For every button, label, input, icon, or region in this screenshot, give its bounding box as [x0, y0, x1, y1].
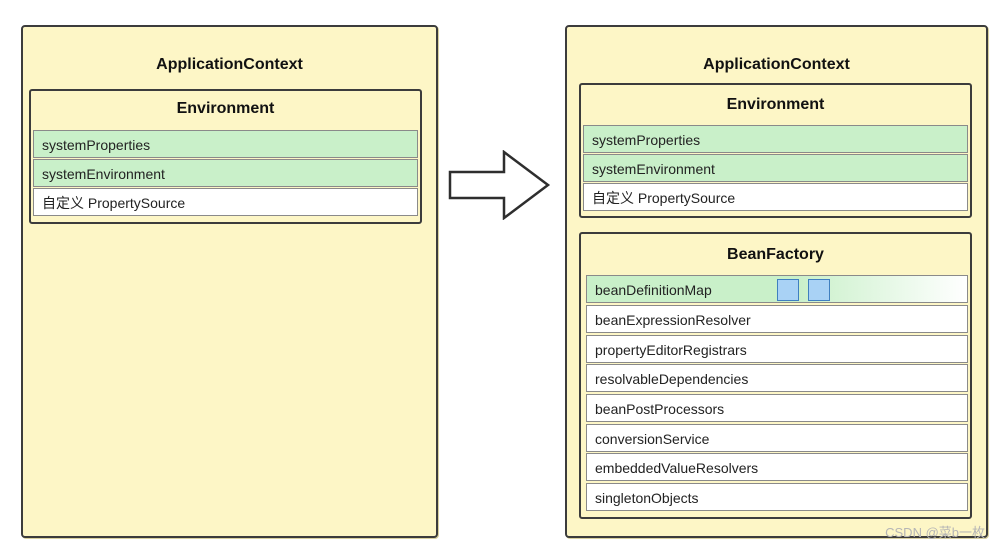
right-env-row-system-environment: systemEnvironment [583, 154, 968, 182]
beanfactory-row-conversion-service: conversionService [586, 424, 968, 452]
right-env-row-system-properties: systemProperties [583, 125, 968, 153]
beanfactory-row-bean-expression-resolver: beanExpressionResolver [586, 305, 968, 333]
beanfactory-row-resolvable-dependencies: resolvableDependencies [586, 364, 968, 392]
right-arrow-icon [448, 150, 551, 220]
left-env-row-system-environment: systemEnvironment [33, 159, 418, 187]
right-env-row-custom-property-source: 自定义 PropertySource [583, 183, 968, 211]
csdn-watermark: CSDN @菜b一枚 [885, 525, 985, 540]
beanfactory-title: BeanFactory [727, 246, 824, 263]
left-application-context-title: ApplicationContext [156, 56, 303, 73]
bean-definition-square-2 [808, 279, 830, 301]
beanfactory-row-embedded-value-resolvers: embeddedValueResolvers [586, 453, 968, 481]
beanfactory-row-property-editor-registrars: propertyEditorRegistrars [586, 335, 968, 363]
left-environment-title: Environment [176, 100, 275, 117]
left-env-row-system-properties: systemProperties [33, 130, 418, 158]
right-environment-title: Environment [726, 96, 825, 113]
left-application-context: ApplicationContext Environment systemPro… [21, 25, 438, 538]
beanfactory-row-singleton-objects: singletonObjects [586, 483, 968, 511]
right-application-context: ApplicationContext Environment systemPro… [565, 25, 988, 538]
right-application-context-title: ApplicationContext [703, 56, 850, 73]
beanfactory-row-bean-definition-map: beanDefinitionMap [586, 275, 968, 303]
beanfactory-row-bean-post-processors: beanPostProcessors [586, 394, 968, 422]
bean-definition-map-label: beanDefinitionMap [595, 282, 712, 298]
left-env-row-custom-property-source: 自定义 PropertySource [33, 188, 418, 216]
right-beanfactory-box: BeanFactory beanDefinitionMap beanExpres… [579, 232, 972, 519]
bean-definition-square-1 [777, 279, 799, 301]
right-environment-box: Environment systemProperties systemEnvir… [579, 83, 972, 218]
left-environment-box: Environment systemProperties systemEnvir… [29, 89, 422, 224]
